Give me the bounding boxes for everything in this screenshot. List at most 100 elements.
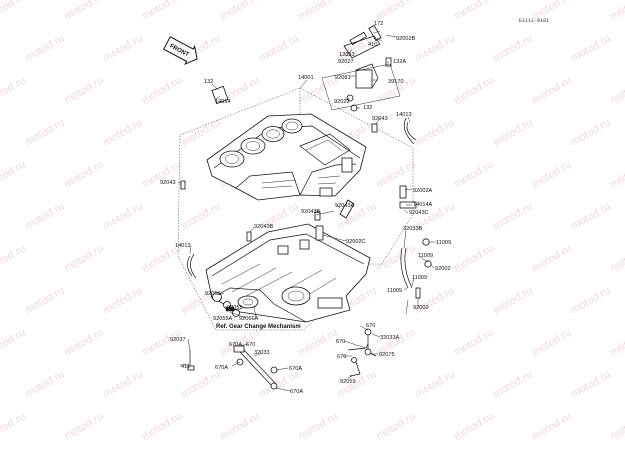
watermark: motod.ru (179, 200, 223, 232)
watermark: motod.ru (101, 116, 145, 148)
watermark: motod.ru (101, 32, 145, 64)
watermark: motod.ru (23, 200, 67, 232)
watermark: motod.ru (374, 0, 418, 23)
callout-labels: 172 12053 410 92002B 92027 132A 14001 92… (160, 21, 451, 395)
callout-670a-4: 670A (290, 389, 303, 395)
callout-132-right: 132 (363, 105, 372, 111)
leader-lines (177, 30, 436, 392)
watermark: motod.ru (491, 200, 535, 232)
watermark: motod.ru (491, 116, 535, 148)
watermark: motod.ru (569, 200, 613, 232)
callout-92043-top: 92043 (372, 116, 388, 122)
watermark: motod.ru (608, 74, 625, 106)
assembly-outline (177, 87, 414, 331)
callout-92055a-part: 92055A (213, 316, 233, 322)
watermark: motod.ru (0, 242, 28, 274)
watermark: motod.ru (491, 284, 535, 316)
callout-92066: 92066 (205, 291, 221, 297)
watermark: motod.ru (257, 368, 301, 400)
watermark: motod.ru (452, 74, 496, 106)
callout-92055: 92055 (227, 305, 243, 311)
callout-132-left: 132 (204, 79, 213, 85)
watermark: motod.ru (101, 200, 145, 232)
watermark: motod.ru (296, 326, 340, 358)
callout-32033a-part: 32033A (380, 335, 400, 341)
watermark: motod.ru (179, 116, 223, 148)
watermark: motod.ru (296, 0, 340, 23)
watermark: motod.ru (218, 0, 262, 23)
callout-92081: 92081 (335, 75, 351, 81)
watermark: motod.ru (530, 242, 574, 274)
watermark: motod.ru (608, 242, 625, 274)
watermark: motod.ru (530, 74, 574, 106)
watermark: motod.ru (101, 368, 145, 400)
callout-11009-b: 11009 (418, 253, 433, 259)
callout-92043c-part: 92043C (409, 210, 429, 216)
callout-670-right-low: 670 (337, 354, 346, 360)
callout-92002-b: 92002 (413, 305, 429, 311)
watermark: motod.ru (608, 326, 625, 358)
watermark: motod.ru (23, 284, 67, 316)
callout-172: 172 (374, 21, 383, 27)
callout-92002a-part: 92002A (413, 188, 433, 194)
watermark: motod.ru (452, 410, 496, 442)
callout-670-left: 670 (246, 342, 255, 348)
callout-92043b-left: 92043B (254, 224, 274, 230)
callout-92002-a: 92002 (435, 266, 451, 272)
watermark: motod.ru (413, 368, 457, 400)
diagram-code: E1111-0101 (519, 18, 549, 24)
callout-92022: 92022 (334, 99, 350, 105)
callout-14013-left: 14013 (175, 243, 191, 249)
watermark: motod.ru (413, 116, 457, 148)
watermark: motod.ru (0, 326, 28, 358)
watermark: motod.ru (0, 158, 28, 190)
callout-670a-3: 670A (289, 366, 302, 372)
callout-32033: 32033 (254, 350, 270, 356)
callout-14013-top: 14013 (396, 112, 412, 118)
watermark: motod.ru (62, 74, 106, 106)
reference-note: Ref. Gear Change Mechanism (216, 324, 301, 330)
watermark: motod.ru (62, 0, 106, 23)
watermark: motod.ru (0, 0, 28, 23)
watermark: motod.ru (140, 0, 184, 23)
upper-crankcase (206, 113, 367, 201)
watermark: motod.ru (569, 32, 613, 64)
watermark: motod.ru (569, 368, 613, 400)
watermark: motod.ru (179, 368, 223, 400)
callout-410: 410 (368, 42, 377, 48)
callout-14001: 14001 (298, 75, 314, 81)
callout-670a-1: 670A (229, 342, 242, 348)
watermark: motod.ru (23, 116, 67, 148)
watermark: motod.ru (491, 32, 535, 64)
callout-92043-left: 92043 (160, 180, 176, 186)
watermark: motod.ru (0, 74, 28, 106)
watermark-layer: motod.ru motod.ru motod.ru motod.ru motod.ru… (0, 0, 625, 443)
watermark: motod.ru (452, 0, 496, 23)
watermark: motod.ru (491, 368, 535, 400)
watermark: motod.ru (23, 368, 67, 400)
watermark: motod.ru (218, 410, 262, 442)
watermark: motod.ru (569, 284, 613, 316)
callout-11009-a: 11009 (436, 240, 451, 246)
watermark: motod.ru (374, 158, 418, 190)
callout-92043a-part: 92043A (335, 203, 355, 209)
watermark: motod.ru (140, 74, 184, 106)
watermark: motod.ru (140, 410, 184, 442)
watermark: motod.ru (530, 410, 574, 442)
watermark: motod.ru (296, 410, 340, 442)
callout-11009-d: 11009 (387, 288, 402, 294)
watermark: motod.ru (452, 158, 496, 190)
callout-14014: 14014 (215, 99, 231, 105)
watermark: motod.ru (452, 242, 496, 274)
callout-92059: 92059 (340, 379, 356, 385)
watermark: motod.ru (0, 410, 28, 442)
watermark: motod.ru (62, 326, 106, 358)
watermark: motod.ru (62, 158, 106, 190)
callout-92037: 92037 (170, 337, 186, 343)
small-parts (180, 85, 432, 317)
callout-92043b-mid: 92043B (301, 209, 321, 215)
callout-132a-part: 132A (393, 59, 406, 65)
watermark: motod.ru (62, 410, 106, 442)
